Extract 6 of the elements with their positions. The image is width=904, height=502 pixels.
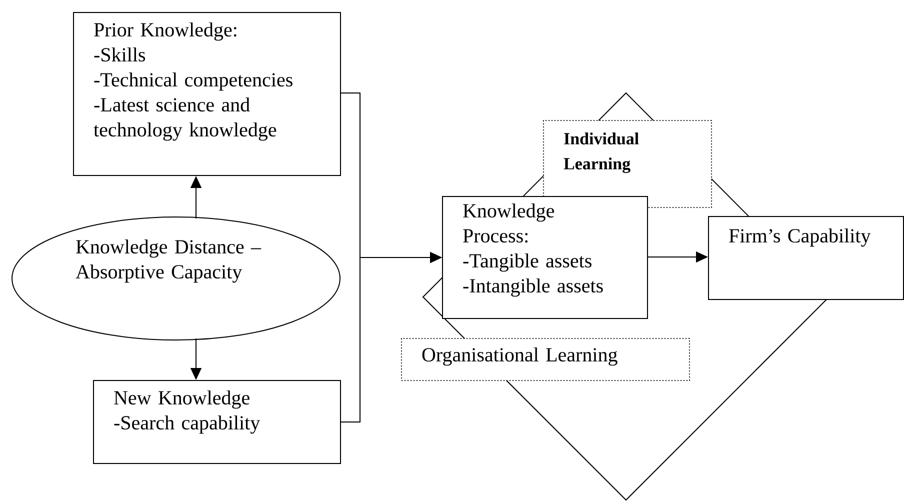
dotted-box: Individual Learning [543, 120, 712, 208]
text-box: Prior Knowledge: -Skills -Technical competencies -Latest science and technology knowledge [73, 12, 341, 176]
text-box: Knowledge Process: -Tangible assets -Intangible assets [442, 196, 648, 319]
text-box: New Knowledge -Search capability [93, 380, 341, 464]
dotted-box: Organisational Learning [401, 338, 690, 381]
text-box: Firm’s Capability [708, 216, 904, 300]
